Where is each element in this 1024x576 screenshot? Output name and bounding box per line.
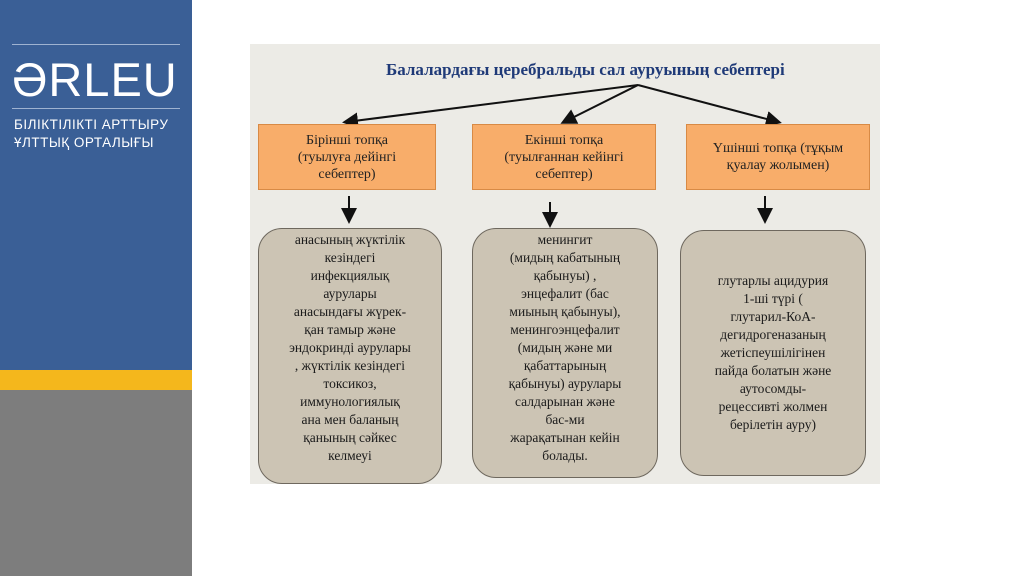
orleu-logo: ƏRLEU [12, 56, 178, 104]
organization-name-line2: ҰЛТТЫҚ ОРТАЛЫҒЫ [14, 135, 154, 150]
diagram-title: Балалардағы церебральды сал ауруының себ… [386, 60, 785, 79]
description-box-1: анасының жүктілік кезіндегі инфекциялық … [258, 228, 442, 484]
sidebar-top-rule [12, 44, 180, 45]
description-text-3: глутарлы ацидурия 1-ші түрі ( глутарил-К… [714, 273, 832, 432]
sidebar-bottom-rule [12, 108, 180, 109]
description-text-1: анасының жүктілік кезіндегі инфекциялық … [289, 232, 411, 463]
sidebar-blue-panel [0, 0, 192, 370]
connector-arrow-3 [637, 84, 782, 127]
description-text-2: менингит (мидың кабатының қабынуы) , энц… [508, 232, 622, 463]
connector-arrow-1 [342, 84, 639, 129]
orleu-logo-text: ƏRLEU [12, 56, 178, 104]
connector-lines [341, 84, 782, 228]
category-box-1: Бірінші топқа (туылуға дейінгі себептер) [258, 124, 436, 190]
description-box-3: глутарлы ацидурия 1-ші түрі ( глутарил-К… [680, 230, 866, 476]
connector-arrow-2 [560, 84, 639, 124]
sidebar: ƏRLEU БІЛІКТІЛІКТІ АРТТЫРУ ҰЛТТЫҚ ОРТАЛЫ… [0, 0, 192, 576]
category-label-1: Бірінші топқа (туылуға дейінгі себептер) [297, 132, 397, 182]
category-box-3: Үшінші топқа (тұқым қуалау жолымен) [686, 124, 870, 190]
sidebar-gray-panel [0, 390, 192, 576]
category-box-2: Екінші топқа (туылғаннан кейінгі себепте… [472, 124, 656, 190]
diagram-slide: Балалардағы церебральды сал ауруының себ… [250, 44, 880, 484]
description-box-2: менингит (мидың кабатының қабынуы) , энц… [472, 228, 658, 478]
organization-name-line1: БІЛІКТІЛІКТІ АРТТЫРУ [14, 117, 169, 132]
sidebar-yellow-stripe [0, 370, 192, 390]
category-label-3: Үшінші топқа (тұқым қуалау жолымен) [712, 141, 844, 173]
category-label-2: Екінші топқа (туылғаннан кейінгі себепте… [504, 132, 624, 182]
organization-name: БІЛІКТІЛІКТІ АРТТЫРУ ҰЛТТЫҚ ОРТАЛЫҒЫ [14, 116, 190, 152]
